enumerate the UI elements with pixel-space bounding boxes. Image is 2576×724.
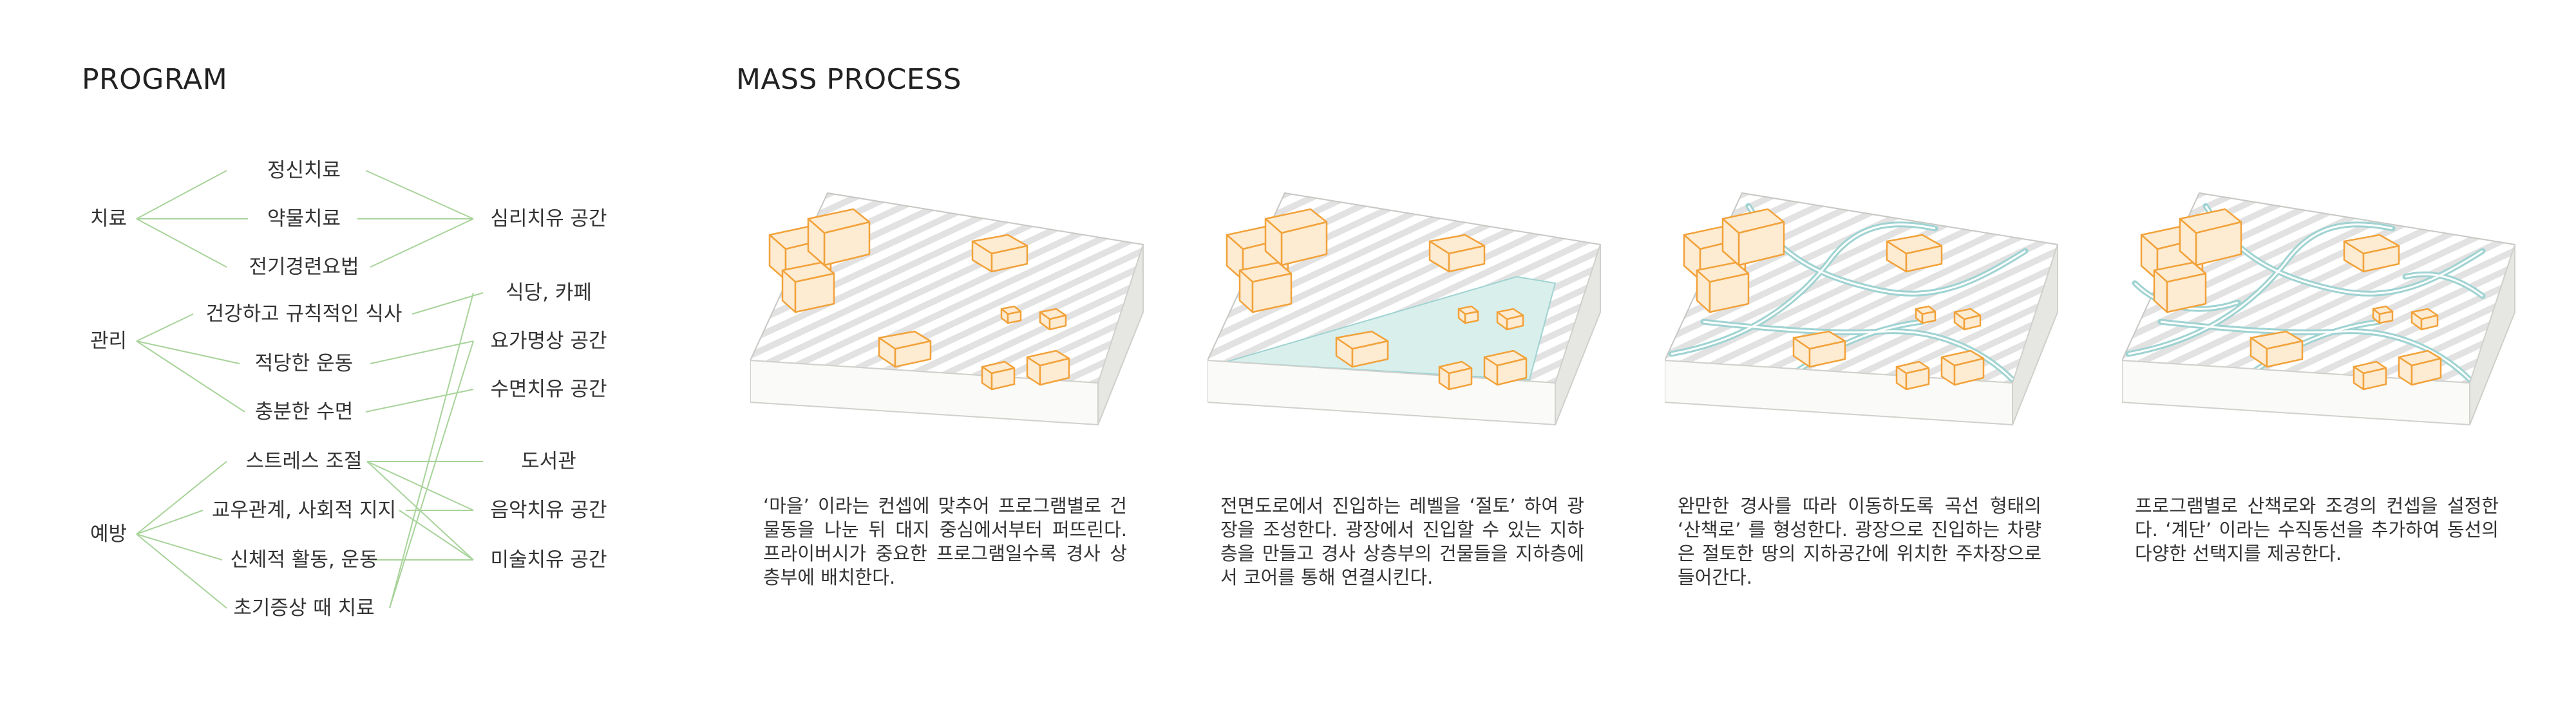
program-item: 전기경련요법 bbox=[249, 255, 359, 279]
program-item: 충분한 수면 bbox=[254, 400, 354, 423]
space-item: 심리치유 공간 bbox=[490, 207, 607, 230]
program-connector-lines bbox=[136, 170, 484, 609]
program-item: 스트레스 조절 bbox=[245, 450, 363, 473]
mass-process-title: MASS PROCESS bbox=[736, 63, 962, 96]
program-item: 초기증상 때 치료 bbox=[233, 597, 375, 620]
site-model-1 bbox=[749, 192, 1144, 426]
stage-caption-3: 완만한 경사를 따라 이동하도록 곡선 형태의 ‘산책로’ 를 형성한다. 광장… bbox=[1678, 495, 2041, 588]
program-item: 약물치료 bbox=[267, 207, 341, 230]
program-item: 건강하고 규칙적인 식사 bbox=[205, 302, 402, 326]
space-item: 음악치유 공간 bbox=[490, 499, 607, 522]
mass-stage-3 bbox=[1663, 180, 2122, 470]
program-item: 신체적 활동, 운동 bbox=[230, 548, 378, 571]
program-item: 정신치료 bbox=[267, 159, 341, 182]
category-label: 관리 bbox=[90, 330, 128, 353]
space-item: 도서관 bbox=[521, 450, 576, 473]
space-item: 미술치유 공간 bbox=[490, 548, 607, 571]
stage-caption-4: 프로그램별로 산책로와 조경의 컨셉을 설정한다. ‘계단’ 이라는 수직동선을… bbox=[2135, 495, 2499, 564]
site-model-2 bbox=[1206, 192, 1602, 426]
program-item: 교우관계, 사회적 지지 bbox=[211, 499, 397, 522]
site-model-3 bbox=[1663, 192, 2059, 426]
stage-caption-2: 전면도로에서 진입하는 레벨을 ‘절토’ 하여 광장을 조성한다. 광장에서 진… bbox=[1220, 495, 1584, 588]
program-title: PROGRAM bbox=[82, 63, 228, 96]
program-item: 적당한 운동 bbox=[254, 352, 354, 375]
space-item: 식당, 카페 bbox=[506, 281, 592, 304]
mass-stage-2 bbox=[1206, 180, 1665, 470]
site-model-4 bbox=[2121, 192, 2516, 426]
program-diagram: 치료 관리 예방 정신치료 약물치료 전기경련요법 건강하고 규칙적인 식사 적… bbox=[0, 0, 644, 724]
stage-caption-1: ‘마을’ 이라는 컨셉에 맞추어 프로그램별로 건물동을 나눈 뒤 대지 중심에… bbox=[763, 495, 1127, 588]
mass-stage-1 bbox=[749, 180, 1208, 470]
space-item: 수면치유 공간 bbox=[490, 378, 607, 401]
mass-stage-4 bbox=[2121, 180, 2576, 470]
space-item: 요가명상 공간 bbox=[490, 330, 607, 353]
category-label: 치료 bbox=[90, 207, 128, 230]
category-label: 예방 bbox=[90, 523, 128, 546]
